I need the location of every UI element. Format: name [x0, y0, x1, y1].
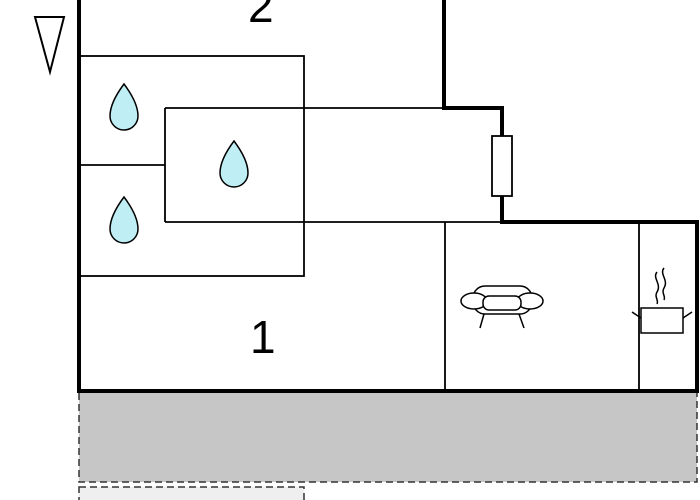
room-label-1: 1: [250, 311, 276, 363]
water-drop-icon: [109, 195, 139, 244]
cooking-pot-icon: [631, 267, 693, 334]
terrace-area: [78, 391, 698, 483]
water-drop-icon: [109, 82, 139, 131]
sofa-icon: [460, 285, 544, 329]
terrace-area-lower: [78, 486, 305, 500]
window-icon: [491, 135, 513, 197]
interior-walls: [78, 55, 640, 391]
exterior-wall: [77, 0, 699, 393]
north-arrow-icon: [33, 16, 66, 76]
room-label-2: 2: [248, 0, 274, 32]
water-drop-icon: [219, 139, 249, 188]
